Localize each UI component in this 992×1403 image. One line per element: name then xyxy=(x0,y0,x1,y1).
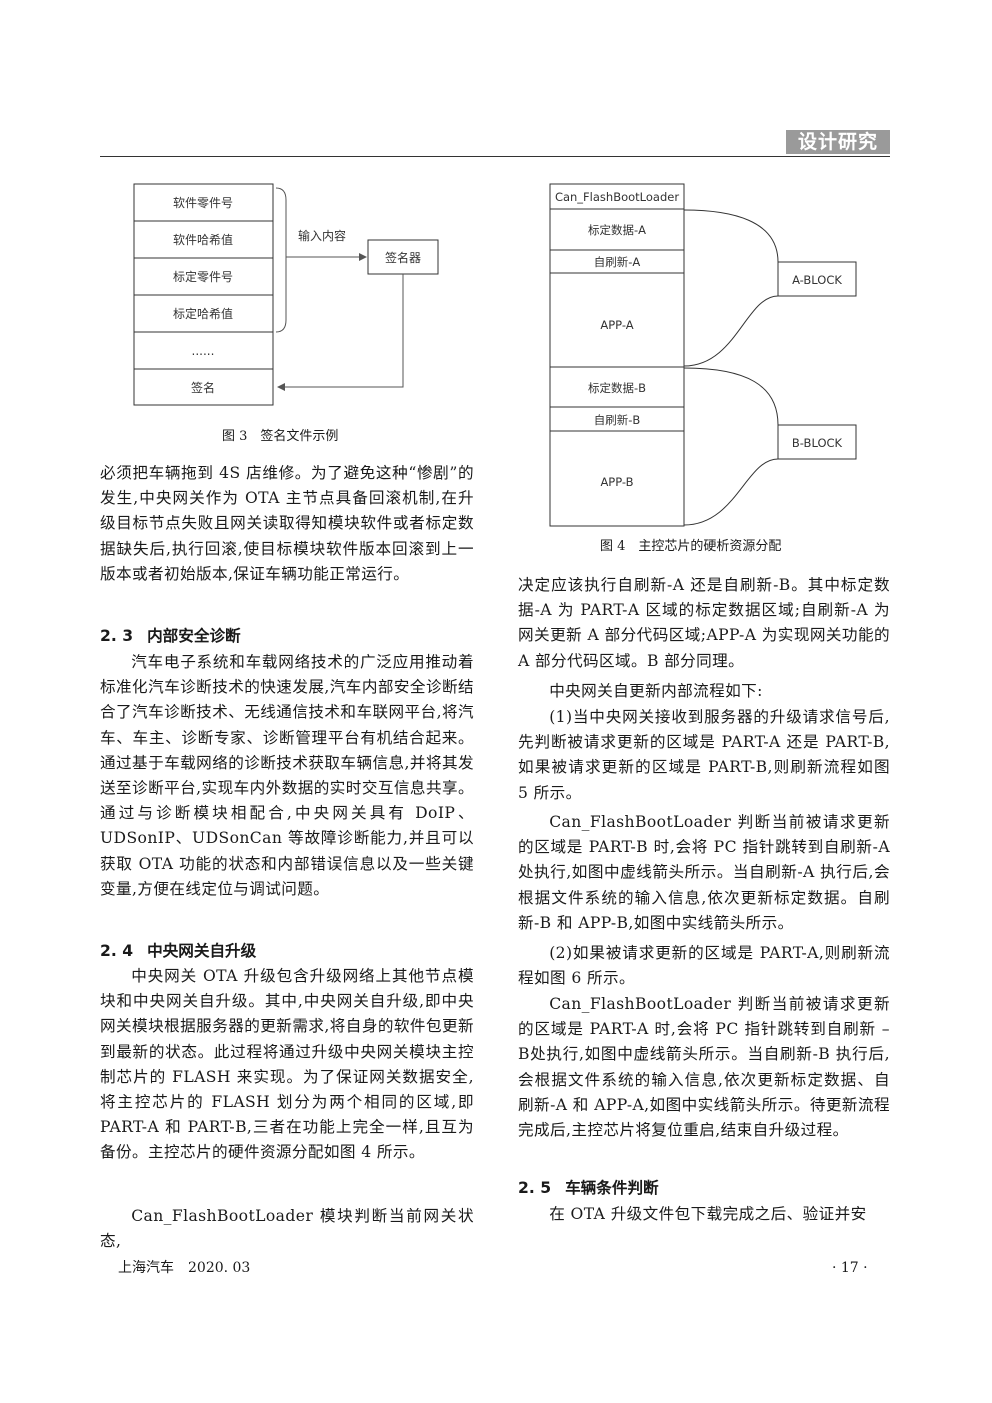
fig3-row-3: 标定零件号 xyxy=(173,269,233,284)
right-paragraph-3: (1)当中央网关接收到服务器的升级请求信号后,先判断被请求更新的区域是 PART… xyxy=(518,708,890,802)
figure-4-caption: 图 4 主控芯片的硬析资源分配 xyxy=(600,539,782,554)
figure-4-diagram: Can_FlashBootLoader 标定数据-A 自刷新-A APP-A 标… xyxy=(549,183,857,527)
right-paragraph-2: 中央网关自更新内部流程如下: xyxy=(549,682,763,700)
heading-2-3-title: 内部安全诊断 xyxy=(147,627,241,645)
heading-2-4-title: 中央网关自升级 xyxy=(147,942,257,960)
heading-2-3-number: 2. 3 xyxy=(100,627,134,645)
fig3-row-5: ...... xyxy=(192,344,215,358)
figure-3-diagram: 软件零件号 软件哈希值 标定零件号 标定哈希值 ...... 签名 输入内容 签… xyxy=(133,183,439,406)
right-paragraph-6: Can_FlashBootLoader 判断当前被请求更新的区域是 PART-A… xyxy=(518,995,890,1140)
header-rule xyxy=(100,156,890,157)
fig4-row-app-a: APP-A xyxy=(600,318,633,332)
right-paragraph-5: (2)如果被请求更新的区域是 PART-A,则刷新流程如图 6 所示。 xyxy=(518,944,890,988)
fig3-input-label: 输入内容 xyxy=(298,228,346,243)
fig4-row-app-b: APP-B xyxy=(600,475,633,489)
fig4-row-bootloader: Can_FlashBootLoader xyxy=(555,190,679,204)
fig4-a-block: A-BLOCK xyxy=(792,273,842,287)
left-paragraph-1: 必须把车辆拖到 4S 店维修。为了避免这种“惨剧”的发生,中央网关作为 OTA … xyxy=(100,464,474,583)
left-paragraph-4: Can_FlashBootLoader 模块判断当前网关状态, xyxy=(100,1207,474,1251)
fig4-row-selfflash-b: 自刷新-B xyxy=(594,413,641,427)
heading-2-5: 2. 5 车辆条件判断 xyxy=(518,1176,659,1201)
right-paragraph-1: 决定应该执行自刷新-A 还是自刷新-B。其中标定数据-A 为 PART-A 区域… xyxy=(518,576,890,670)
fig3-row-1: 软件零件号 xyxy=(173,196,233,210)
fig4-b-block: B-BLOCK xyxy=(792,436,843,450)
fig3-signer: 签名器 xyxy=(385,250,421,265)
footer-page-number: · 17 · xyxy=(832,1260,868,1276)
heading-2-5-number: 2. 5 xyxy=(518,1179,552,1197)
right-paragraph-7: 在 OTA 升级文件包下载完成之后、验证并安 xyxy=(549,1205,867,1223)
heading-2-4-number: 2. 4 xyxy=(100,942,134,960)
fig4-row-calib-a: 标定数据-A xyxy=(588,223,646,237)
footer-journal: 上海汽车 2020. 03 xyxy=(118,1260,251,1276)
left-paragraph-3: 中央网关 OTA 升级包含升级网络上其他节点模块和中央网关自升级。其中,中央网关… xyxy=(100,967,474,1162)
fig3-row-6: 签名 xyxy=(191,380,215,395)
heading-2-3: 2. 3 内部安全诊断 xyxy=(100,624,241,649)
figure-3-caption: 图 3 签名文件示例 xyxy=(222,429,339,444)
heading-2-4: 2. 4 中央网关自升级 xyxy=(100,939,256,964)
fig4-row-calib-b: 标定数据-B xyxy=(588,381,646,395)
heading-2-5-title: 车辆条件判断 xyxy=(565,1179,659,1197)
left-paragraph-2: 汽车电子系统和车载网络技术的广泛应用推动着标准化汽车诊断技术的快速发展,汽车内部… xyxy=(100,653,474,898)
fig3-row-2: 软件哈希值 xyxy=(173,232,233,247)
section-tag: 设计研究 xyxy=(786,130,890,154)
fig3-row-4: 标定哈希值 xyxy=(173,306,233,321)
right-paragraph-4: Can_FlashBootLoader 判断当前被请求更新的区域是 PART-B… xyxy=(518,813,890,932)
fig4-row-selfflash-a: 自刷新-A xyxy=(594,255,641,269)
